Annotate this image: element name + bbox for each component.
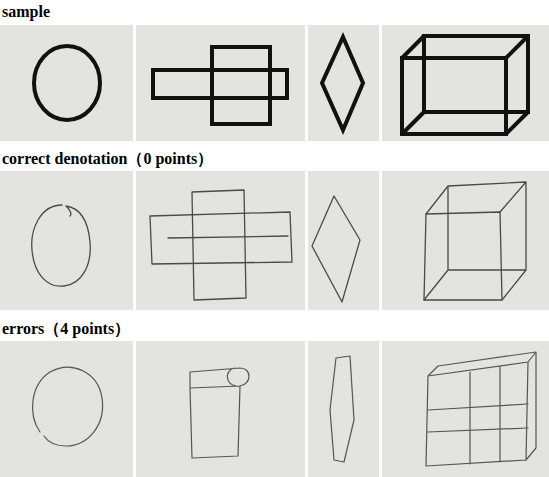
- photo-panel: [136, 341, 305, 477]
- correct-diamond: [312, 196, 360, 302]
- sample-cross: [153, 70, 287, 98]
- error-diamond: [330, 356, 354, 462]
- sample-cross: [212, 47, 270, 124]
- sample-diamond: [322, 37, 363, 130]
- sample-cube: [402, 58, 506, 134]
- error-circle: [33, 367, 103, 446]
- photo-panel: [136, 25, 305, 141]
- error-cube: [426, 352, 536, 466]
- row-heading: sample: [2, 3, 50, 21]
- correct-figures: [32, 182, 526, 302]
- sample-cube: [424, 36, 528, 112]
- row-heading: correct denotation（0 points）: [2, 150, 213, 168]
- photo-panels: [0, 25, 549, 477]
- sample-cube: [402, 36, 528, 134]
- correct-cube: [424, 182, 526, 300]
- photo-panel: [0, 171, 133, 310]
- error-cross: [190, 368, 249, 458]
- photo-panel: [382, 25, 549, 141]
- sample-circle: [34, 46, 100, 120]
- correct-cross: [150, 212, 292, 264]
- correct-cube: [424, 212, 502, 300]
- photo-panel: [382, 171, 549, 310]
- correct-cross: [192, 190, 246, 300]
- photo-panel: [308, 341, 379, 477]
- photo-panel: [382, 341, 549, 477]
- photo-panel: [0, 25, 133, 141]
- photo-panel: [308, 25, 379, 141]
- photo-panel: [136, 171, 305, 310]
- photo-panel: [308, 171, 379, 310]
- row-heading: errors（4 points）: [2, 320, 130, 338]
- photo-panel: [0, 341, 133, 477]
- correct-circle: [32, 205, 91, 286]
- sample-figures: [34, 36, 528, 134]
- error-figures: [33, 352, 536, 466]
- correct-cross: [168, 236, 288, 238]
